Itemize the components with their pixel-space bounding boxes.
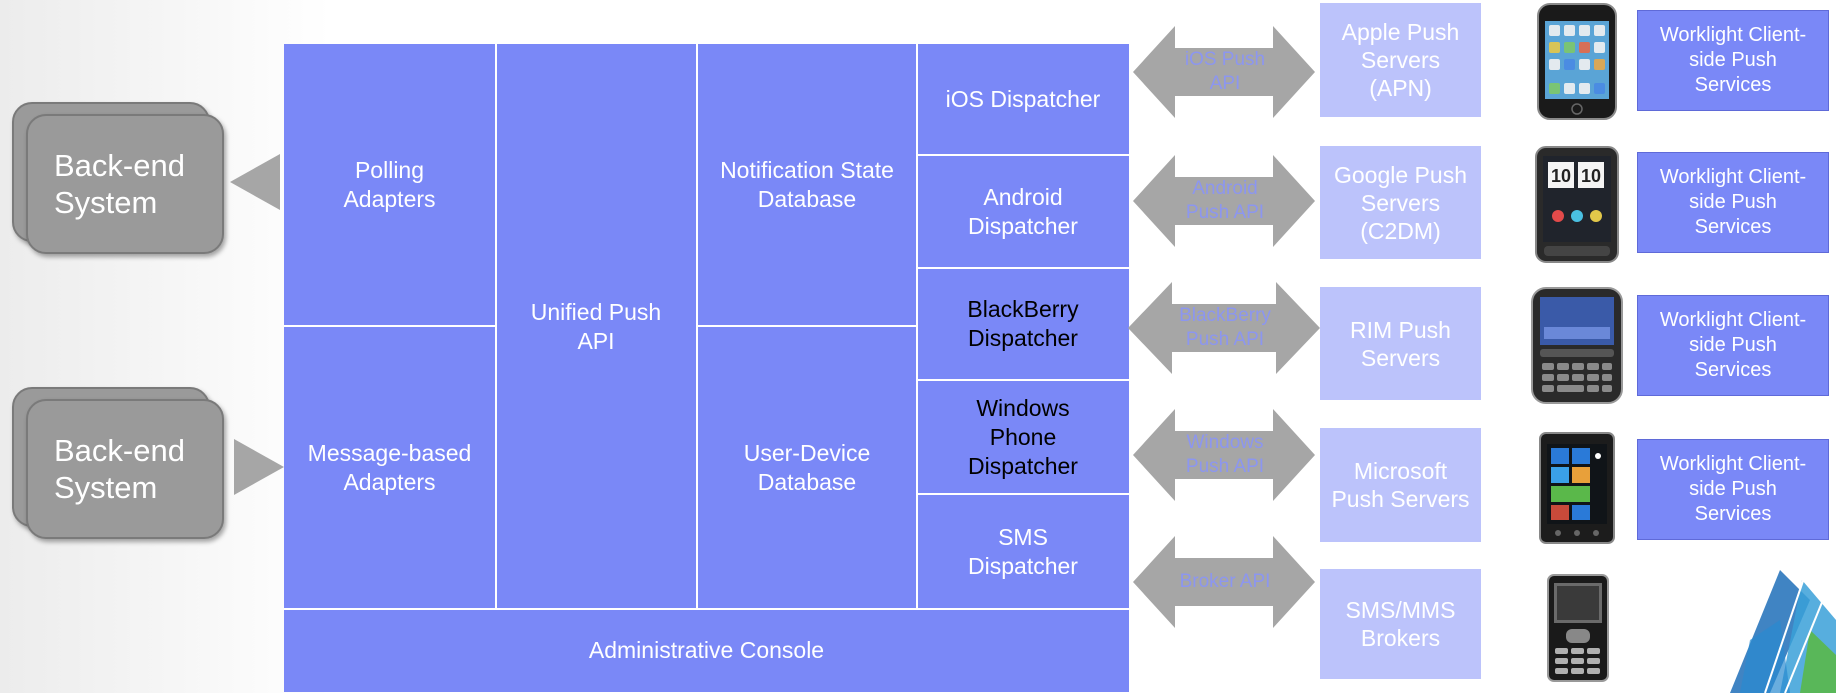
divider — [284, 325, 495, 327]
ios-push-api-label: iOS Push API — [1184, 49, 1266, 94]
double-arrow-icon — [1128, 282, 1320, 374]
double-arrow-icon — [1133, 409, 1315, 501]
divider — [917, 493, 1129, 495]
backend-system-2-label: Back-end System — [54, 433, 185, 505]
divider — [916, 44, 918, 609]
backend-system-1-label: Back-end System — [54, 148, 185, 220]
user-device-database: User-Device Database — [697, 326, 917, 609]
divider — [697, 325, 917, 327]
ibm-logo-icon — [1730, 570, 1836, 693]
microsoft-push-servers: Microsoft Push Servers — [1320, 428, 1481, 542]
client-push-services-2: Worklight Client-side Push Services — [1637, 152, 1829, 253]
client-push-services-3: Worklight Client-side Push Services — [1637, 295, 1829, 396]
ios-dispatcher: iOS Dispatcher — [917, 44, 1129, 155]
divider — [917, 379, 1129, 381]
windows-phone-icon — [1539, 432, 1615, 544]
notification-state-database: Notification State Database — [697, 44, 917, 326]
backend-system-1: Back-end System — [26, 114, 224, 254]
feature-phone-icon — [1547, 574, 1609, 682]
sms-mms-brokers: SMS/MMS Brokers — [1320, 569, 1481, 679]
blackberry-dispatcher: BlackBerry Dispatcher — [917, 268, 1129, 380]
double-arrow-icon — [1133, 155, 1315, 247]
divider — [917, 154, 1129, 156]
double-arrow-icon — [1133, 26, 1315, 118]
divider — [917, 267, 1129, 269]
windows-phone-dispatcher: Windows Phone Dispatcher — [917, 380, 1129, 494]
unified-push-api: Unified Push API — [495, 44, 697, 609]
backend-system-2: Back-end System — [26, 399, 224, 539]
divider — [495, 44, 497, 609]
triangle-right-icon — [234, 439, 284, 495]
android-phone-icon: 10 10 — [1535, 146, 1619, 263]
blackberry-push-api-label: BlackBerry Push API — [1179, 305, 1271, 350]
double-arrow-icon — [1133, 536, 1315, 628]
polling-adapters: Polling Adapters — [284, 44, 495, 326]
triangle-left-icon — [230, 154, 280, 210]
client-push-services-1: Worklight Client-side Push Services — [1637, 10, 1829, 111]
blackberry-phone-icon — [1531, 287, 1623, 404]
divider — [284, 608, 1129, 610]
broker-api-label: Broker API — [1179, 571, 1271, 592]
client-push-services-4: Worklight Client-side Push Services — [1637, 439, 1829, 540]
sms-dispatcher: SMS Dispatcher — [917, 494, 1129, 609]
windows-push-api-label: Windows Push API — [1185, 432, 1265, 477]
administrative-console: Administrative Console — [284, 609, 1129, 692]
android-push-api-label: Android Push API — [1185, 178, 1265, 223]
android-dispatcher: Android Dispatcher — [917, 155, 1129, 268]
svg-text:10: 10 — [1581, 166, 1601, 186]
apple-push-servers: Apple Push Servers (APN) — [1320, 3, 1481, 117]
google-push-servers: Google Push Servers (C2DM) — [1320, 146, 1481, 259]
svg-text:10: 10 — [1551, 166, 1571, 186]
iphone-icon — [1537, 3, 1617, 120]
rim-push-servers: RIM Push Servers — [1320, 287, 1481, 400]
message-adapters: Message-based Adapters — [284, 326, 495, 609]
